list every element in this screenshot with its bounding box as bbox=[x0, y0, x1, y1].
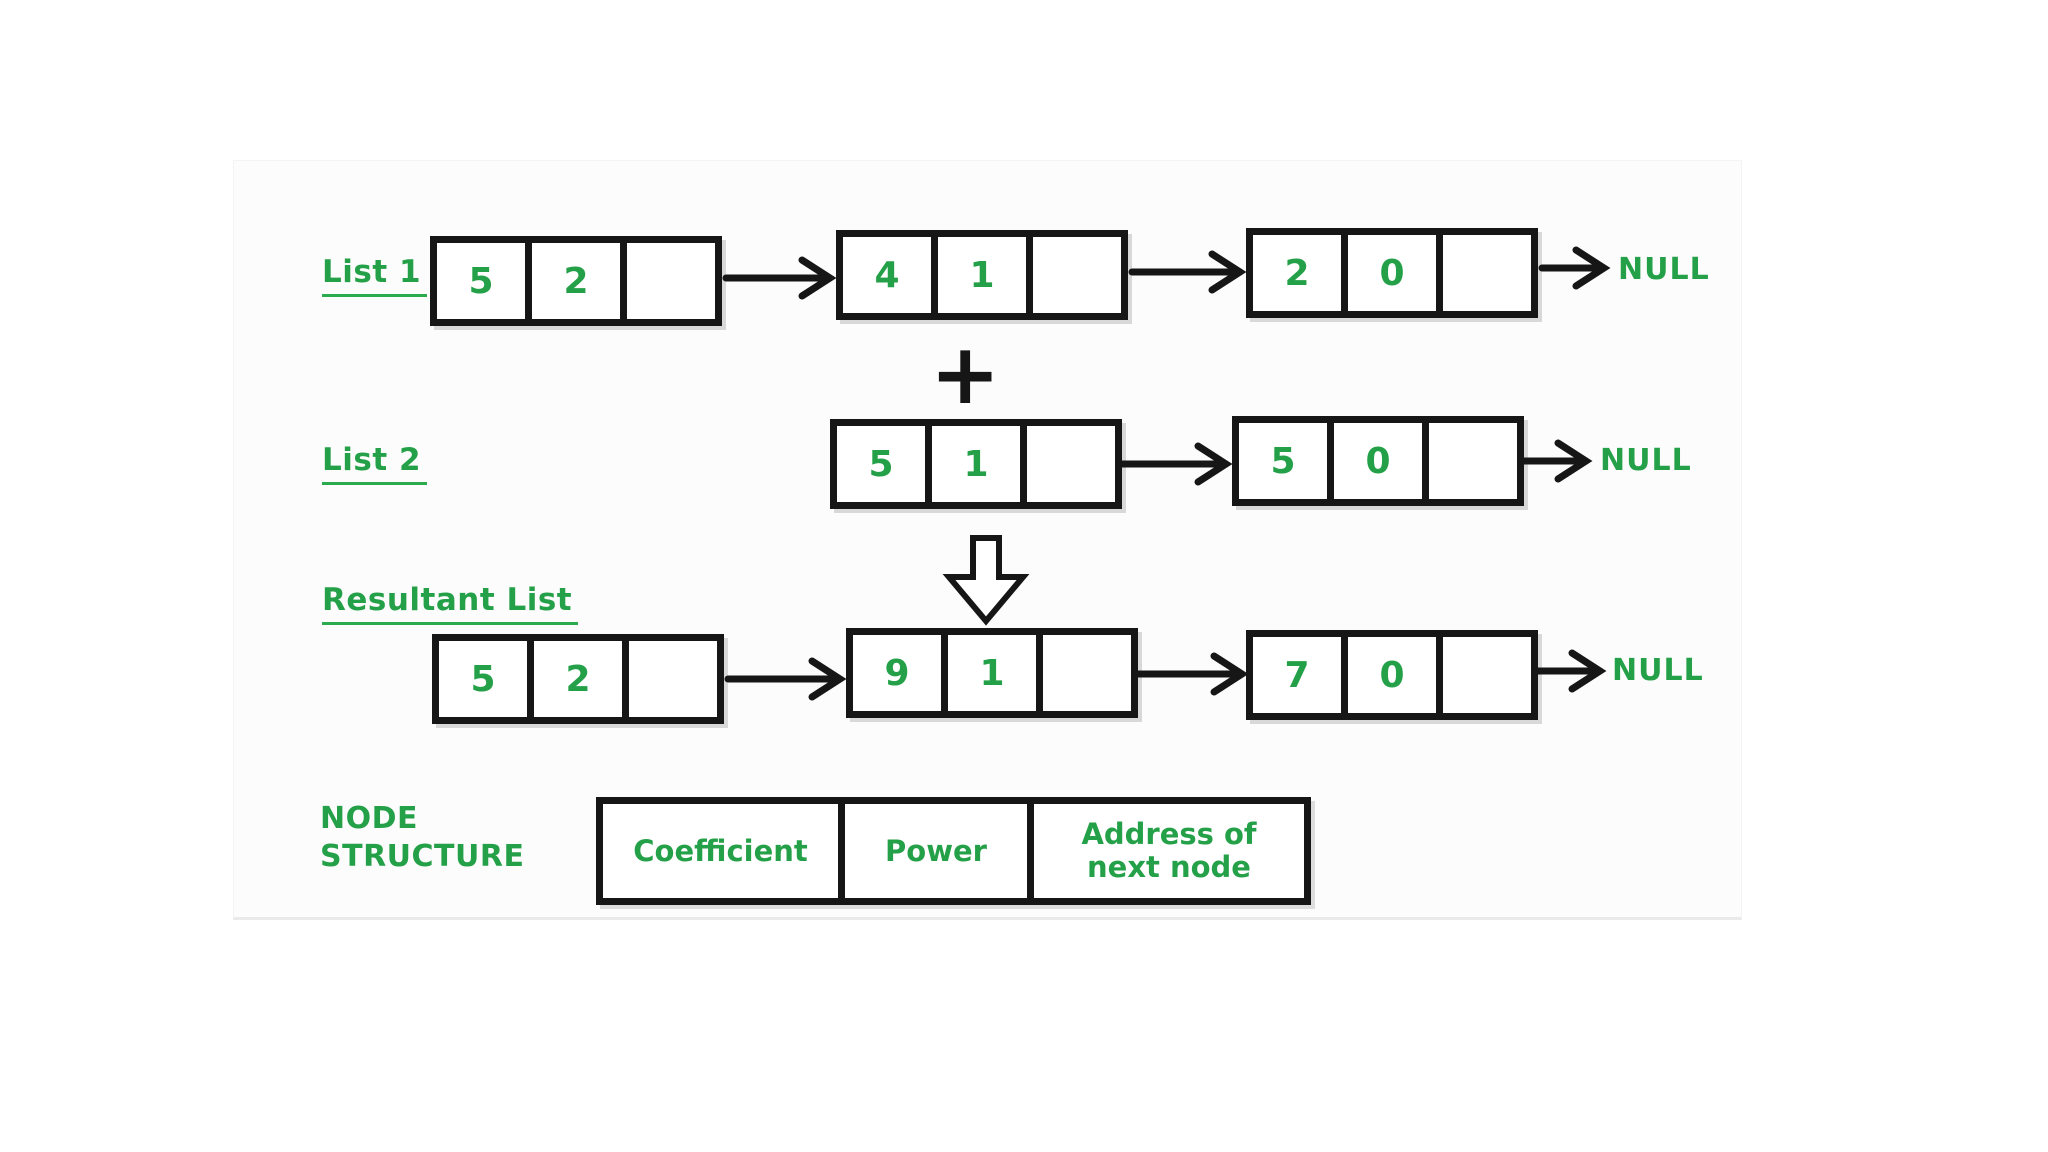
plus-operator-icon: + bbox=[930, 325, 1001, 423]
coefficient-value: 4 bbox=[874, 254, 900, 296]
coefficient-cell: 2 bbox=[1253, 235, 1348, 311]
coefficient-cell: 4 bbox=[843, 237, 938, 313]
address-field-cell: Address of next node bbox=[1034, 804, 1304, 898]
power-value: 0 bbox=[1379, 654, 1405, 696]
coefficient-cell: 5 bbox=[837, 426, 932, 502]
power-cell: 0 bbox=[1348, 235, 1443, 311]
coefficient-cell: 7 bbox=[1253, 637, 1348, 713]
list1-node-2: 4 1 bbox=[836, 230, 1128, 320]
power-value: 1 bbox=[969, 254, 995, 296]
coefficient-field-label: Coefficient bbox=[633, 833, 808, 868]
next-pointer-cell bbox=[1429, 423, 1517, 499]
power-cell: 0 bbox=[1348, 637, 1443, 713]
power-cell: 2 bbox=[534, 641, 629, 717]
power-cell: 1 bbox=[938, 237, 1033, 313]
resultant-list-label: Resultant List bbox=[322, 582, 579, 625]
power-cell: 1 bbox=[932, 426, 1027, 502]
next-pointer-cell bbox=[1033, 237, 1121, 313]
coefficient-cell: 5 bbox=[1239, 423, 1334, 499]
coefficient-value: 5 bbox=[470, 658, 496, 700]
list1-label: List 1 bbox=[322, 254, 428, 297]
list1-node-3: 2 0 bbox=[1246, 228, 1538, 318]
coefficient-cell: 9 bbox=[853, 635, 948, 711]
node-structure-table: Coefficient Power Address of next node bbox=[596, 797, 1311, 905]
power-field-cell: Power bbox=[845, 804, 1034, 898]
power-cell: 0 bbox=[1334, 423, 1429, 499]
power-cell: 2 bbox=[532, 243, 627, 319]
resultant-null-label: NULL bbox=[1612, 653, 1704, 688]
power-cell: 1 bbox=[948, 635, 1043, 711]
power-value: 0 bbox=[1365, 440, 1391, 482]
list2-label: List 2 bbox=[322, 442, 428, 485]
address-field-label-line1: Address of bbox=[1081, 817, 1257, 851]
node-structure-label-line2: STRUCTURE bbox=[320, 839, 525, 874]
next-pointer-cell bbox=[1043, 635, 1131, 711]
coefficient-value: 2 bbox=[1284, 252, 1310, 294]
next-pointer-cell bbox=[1027, 426, 1115, 502]
coefficient-field-cell: Coefficient bbox=[603, 804, 845, 898]
coefficient-value: 5 bbox=[468, 260, 494, 302]
coefficient-cell: 5 bbox=[439, 641, 534, 717]
coefficient-cell: 5 bbox=[437, 243, 532, 319]
list1-node-1: 5 2 bbox=[430, 236, 722, 326]
power-value: 1 bbox=[979, 652, 1005, 694]
list1-null-label: NULL bbox=[1618, 252, 1710, 287]
node-structure-label: NODE STRUCTURE bbox=[320, 800, 524, 876]
resultant-node-1: 5 2 bbox=[432, 634, 724, 724]
next-pointer-cell bbox=[1443, 235, 1531, 311]
power-field-label: Power bbox=[885, 833, 987, 868]
list2-node-2: 5 0 bbox=[1232, 416, 1524, 506]
power-value: 2 bbox=[563, 260, 589, 302]
next-pointer-cell bbox=[627, 243, 715, 319]
list2-node-1: 5 1 bbox=[830, 419, 1122, 509]
coefficient-value: 7 bbox=[1284, 654, 1310, 696]
list2-null-label: NULL bbox=[1600, 443, 1692, 478]
power-value: 0 bbox=[1379, 252, 1405, 294]
next-pointer-cell bbox=[1443, 637, 1531, 713]
power-value: 2 bbox=[565, 658, 591, 700]
resultant-node-2: 9 1 bbox=[846, 628, 1138, 718]
coefficient-value: 9 bbox=[884, 652, 910, 694]
next-pointer-cell bbox=[629, 641, 717, 717]
coefficient-value: 5 bbox=[868, 443, 894, 485]
address-field-label-line2: next node bbox=[1087, 850, 1251, 884]
node-structure-label-line1: NODE bbox=[320, 801, 419, 836]
power-value: 1 bbox=[963, 443, 989, 485]
coefficient-value: 5 bbox=[1270, 440, 1296, 482]
resultant-node-3: 7 0 bbox=[1246, 630, 1538, 720]
